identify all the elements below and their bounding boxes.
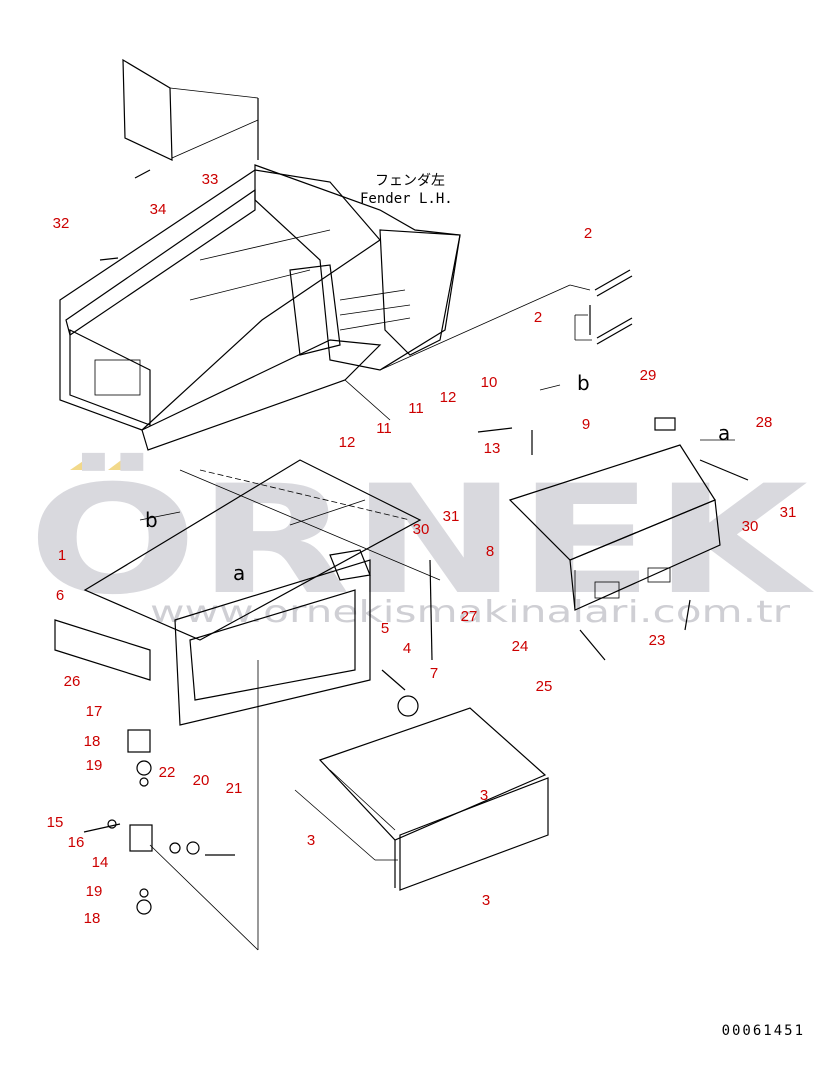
callout-10: 10: [481, 374, 498, 391]
callout-2: 2: [534, 309, 542, 326]
reference-letter-a: a: [718, 421, 730, 445]
callout-29: 29: [640, 367, 657, 384]
reference-letter-b: b: [577, 371, 590, 395]
callout-34: 34: [150, 201, 167, 218]
drawing-id: 00061451: [722, 1023, 805, 1039]
part-3-frame: [294, 707, 549, 891]
callout-24: 24: [512, 638, 529, 655]
callout-7: 7: [430, 665, 438, 682]
fender-frame: [59, 58, 591, 451]
callout-28: 28: [756, 414, 773, 431]
callout-33: 33: [202, 171, 219, 188]
fender-label-jp: フェンダ左: [375, 173, 445, 189]
callout-3: 3: [480, 787, 488, 804]
callout-31: 31: [780, 504, 797, 521]
callout-9: 9: [582, 416, 590, 433]
callout-13: 13: [484, 440, 501, 457]
callout-3: 3: [307, 832, 315, 849]
callout-4: 4: [403, 640, 411, 657]
callout-19: 19: [86, 757, 103, 774]
callout-19: 19: [86, 883, 103, 900]
callout-17: 17: [86, 703, 103, 720]
callout-12: 12: [339, 434, 356, 451]
callout-2: 2: [584, 225, 592, 242]
watermark-url: www.ornekismakinalari.com.tr: [150, 595, 791, 630]
callout-12: 12: [440, 389, 457, 406]
callout-30: 30: [742, 518, 759, 535]
watermark-accent-left: [70, 455, 104, 470]
fender-label-en: Fender L.H.: [360, 191, 453, 207]
callout-27: 27: [461, 608, 478, 625]
callout-22: 22: [159, 764, 176, 781]
callout-31: 31: [443, 508, 460, 525]
callout-18: 18: [84, 733, 101, 750]
callout-25: 25: [536, 678, 553, 695]
callout-8: 8: [486, 543, 494, 560]
callout-5: 5: [381, 620, 389, 637]
leader-lines: [139, 384, 735, 526]
callout-11: 11: [376, 420, 392, 437]
reference-letters: a a b b: [145, 371, 730, 585]
callout-6: 6: [56, 587, 64, 604]
hardware: [83, 169, 749, 915]
reference-letter-a: a: [233, 561, 245, 585]
callout-16: 16: [68, 834, 85, 851]
callout-30: 30: [413, 521, 430, 538]
callout-20: 20: [193, 772, 210, 789]
part-2-bars: [574, 269, 633, 345]
watermark-accent-right: [108, 455, 142, 470]
callout-21: 21: [226, 780, 243, 797]
callout-3: 3: [482, 892, 490, 909]
callout-26: 26: [64, 673, 81, 690]
part-8-panel: [508, 444, 721, 611]
callout-32: 32: [53, 215, 70, 232]
callout-1: 1: [58, 547, 66, 564]
watermark: ÖRNEK www.ornekismakinalari.com.tr: [28, 452, 814, 630]
watermark-brand: ÖRNEK: [28, 452, 814, 628]
callout-15: 15: [47, 814, 64, 831]
callout-14: 14: [92, 854, 109, 871]
part-1-box: [54, 459, 441, 951]
callout-23: 23: [649, 632, 666, 649]
callout-18: 18: [84, 910, 101, 927]
callout-11: 11: [408, 400, 424, 417]
reference-letter-b: b: [145, 508, 158, 532]
